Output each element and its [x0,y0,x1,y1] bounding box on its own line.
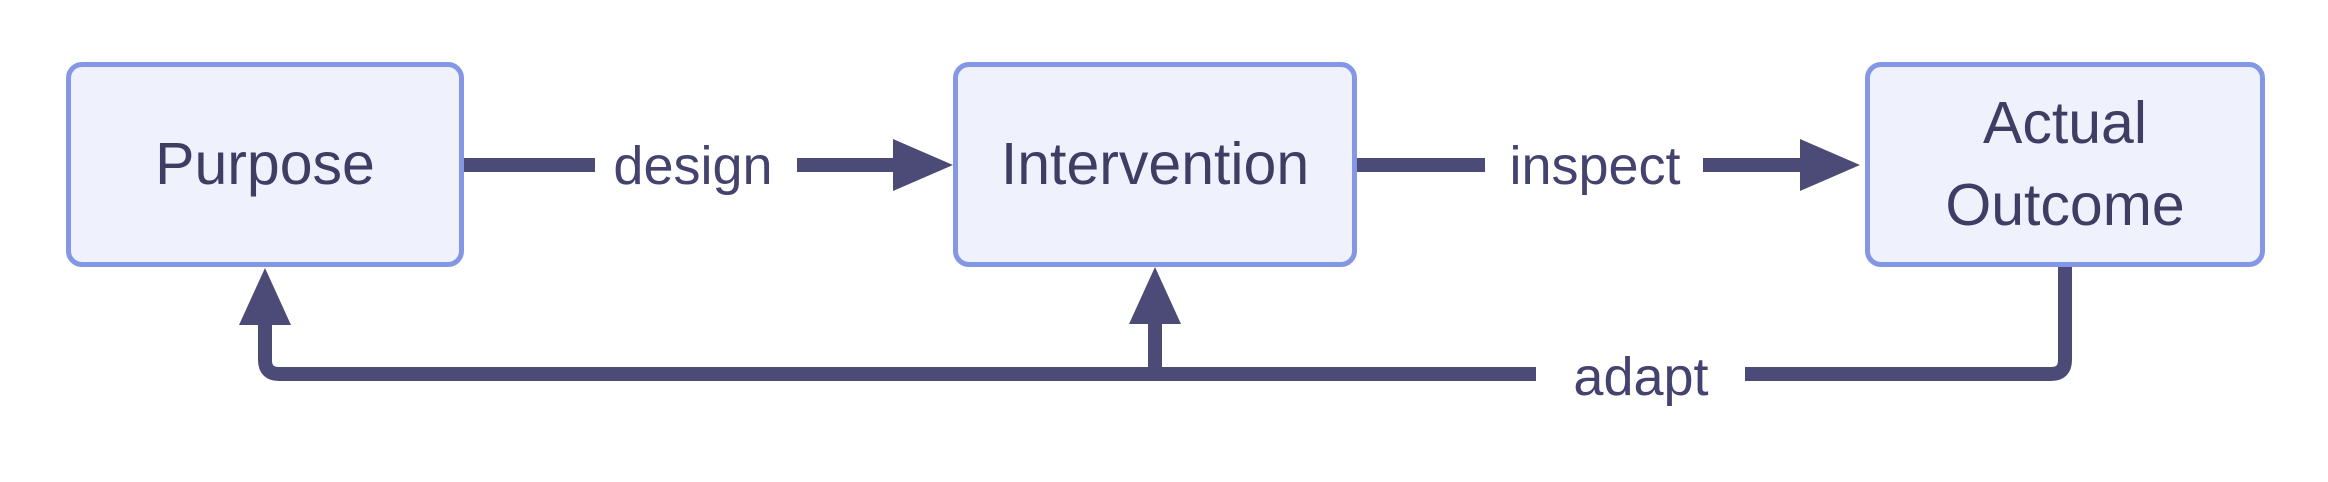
edge-adapt-arrowhead-purpose [239,268,291,325]
node-actual-outcome: Actual Outcome [1865,62,2265,267]
edge-inspect-arrowhead [1800,139,1860,191]
node-actual-outcome-label: Actual Outcome [1945,90,2185,238]
edge-adapt-arrowhead-intervention [1129,267,1181,324]
edge-design-arrowhead [893,139,953,191]
edge-label-adapt-text: adapt [1573,347,1709,407]
edge-label-design-text: design [613,136,773,196]
node-intervention-label: Intervention [1000,130,1310,197]
edge-adapt-line-left [258,322,1536,381]
edge-label-adapt: adapt [1567,347,1715,407]
node-purpose: Purpose [66,62,464,267]
node-purpose-label: Purpose [155,130,375,197]
edge-label-inspect: inspect [1503,136,1687,196]
edge-label-inspect-text: inspect [1509,136,1681,196]
edge-adapt-line-right [1745,267,2072,381]
edge-label-design: design [607,136,779,196]
node-intervention: Intervention [953,62,1357,267]
